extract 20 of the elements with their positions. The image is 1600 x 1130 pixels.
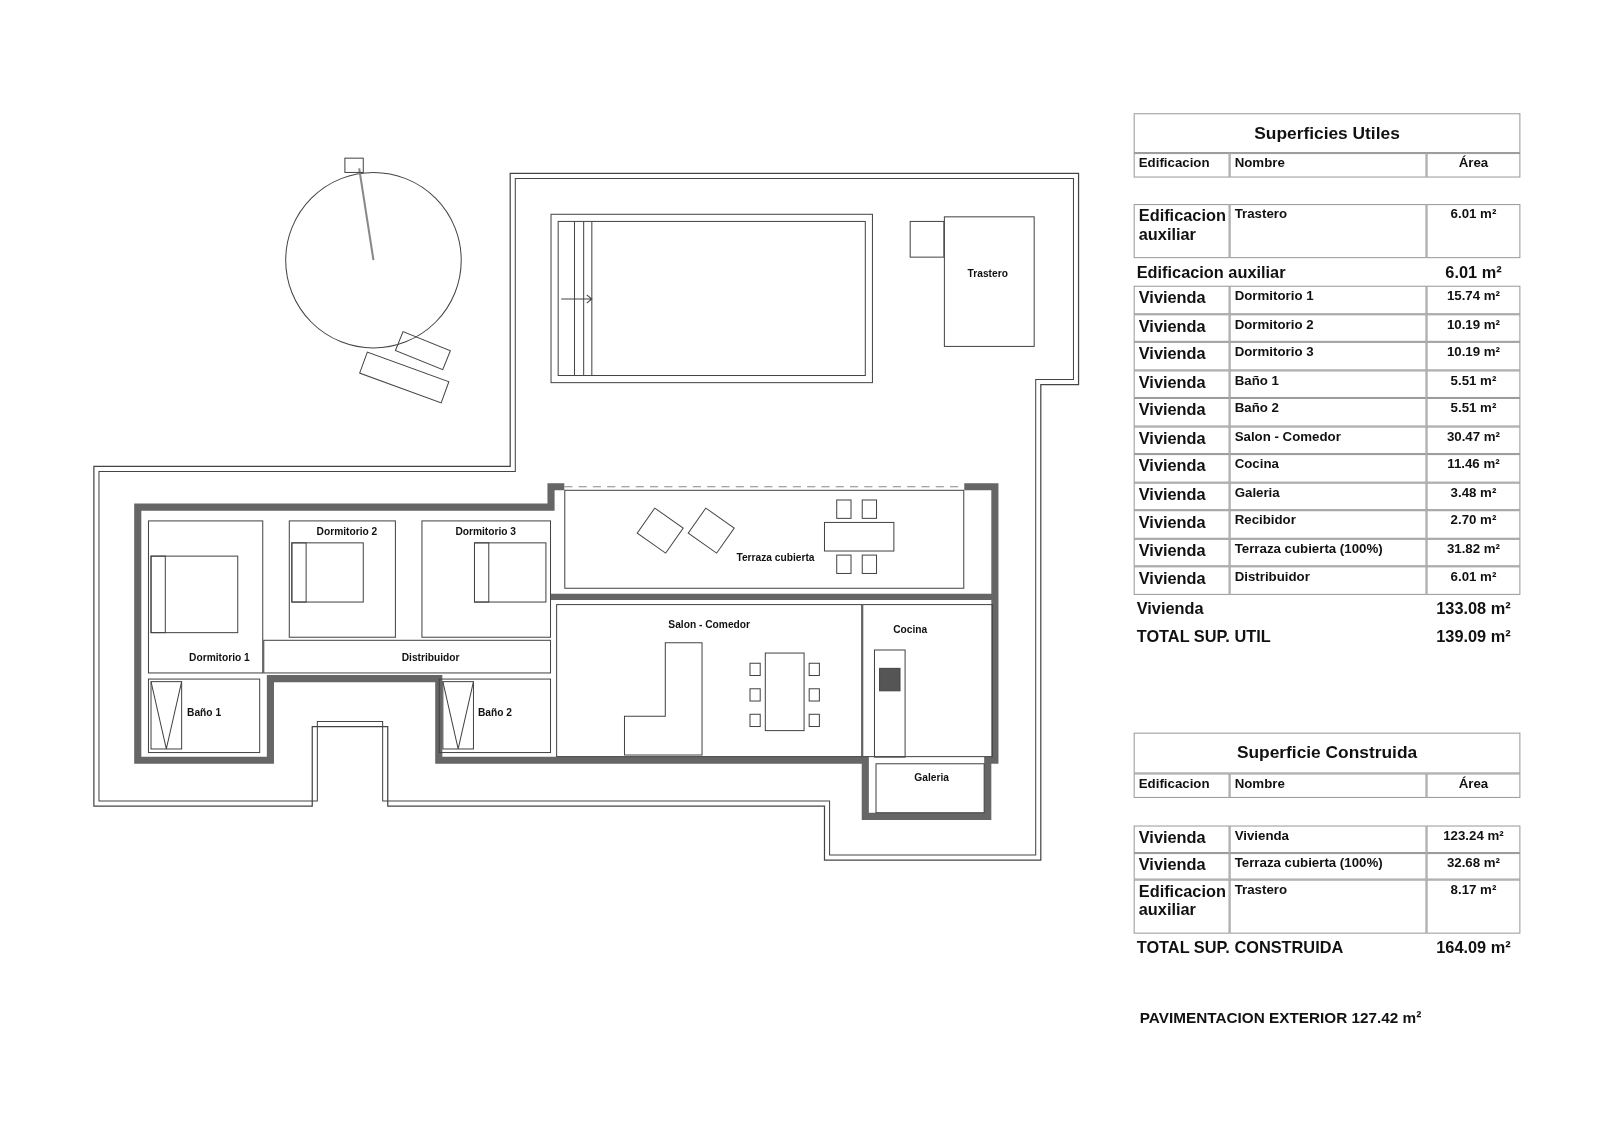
room-label: Dormitorio 3 xyxy=(455,526,517,538)
room-label: Terraza cubierta xyxy=(736,551,815,563)
total-label: TOTAL SUP. CONSTRUIDA xyxy=(1136,937,1344,959)
room-label: Distribuidor xyxy=(401,651,460,663)
note-text: PAVIMENTACION EXTERIOR 127.42 m² xyxy=(1139,1008,1422,1029)
room-label: Dormitorio 2 xyxy=(316,526,378,538)
room-label: Galeria xyxy=(914,771,949,784)
room-label: Salon - Comedor xyxy=(668,618,750,631)
total-label: TOTAL SUP. UTIL xyxy=(1136,626,1271,647)
total-label: Edificacion auxiliar xyxy=(1136,262,1286,283)
room-label: Dormitorio 1 xyxy=(189,651,250,663)
room-label: Baño 2 xyxy=(477,706,512,718)
total-value: 133.08 m² xyxy=(1436,599,1511,620)
room-label: Trastero xyxy=(967,267,1008,280)
total-value: 139.09 m² xyxy=(1436,626,1511,647)
total-value: 6.01 m² xyxy=(1445,262,1502,283)
room-label: Baño 1 xyxy=(187,706,222,718)
room-label: Cocina xyxy=(893,623,928,636)
total-label: Vivienda xyxy=(1136,599,1204,620)
total-value: 164.09 m² xyxy=(1436,937,1511,959)
